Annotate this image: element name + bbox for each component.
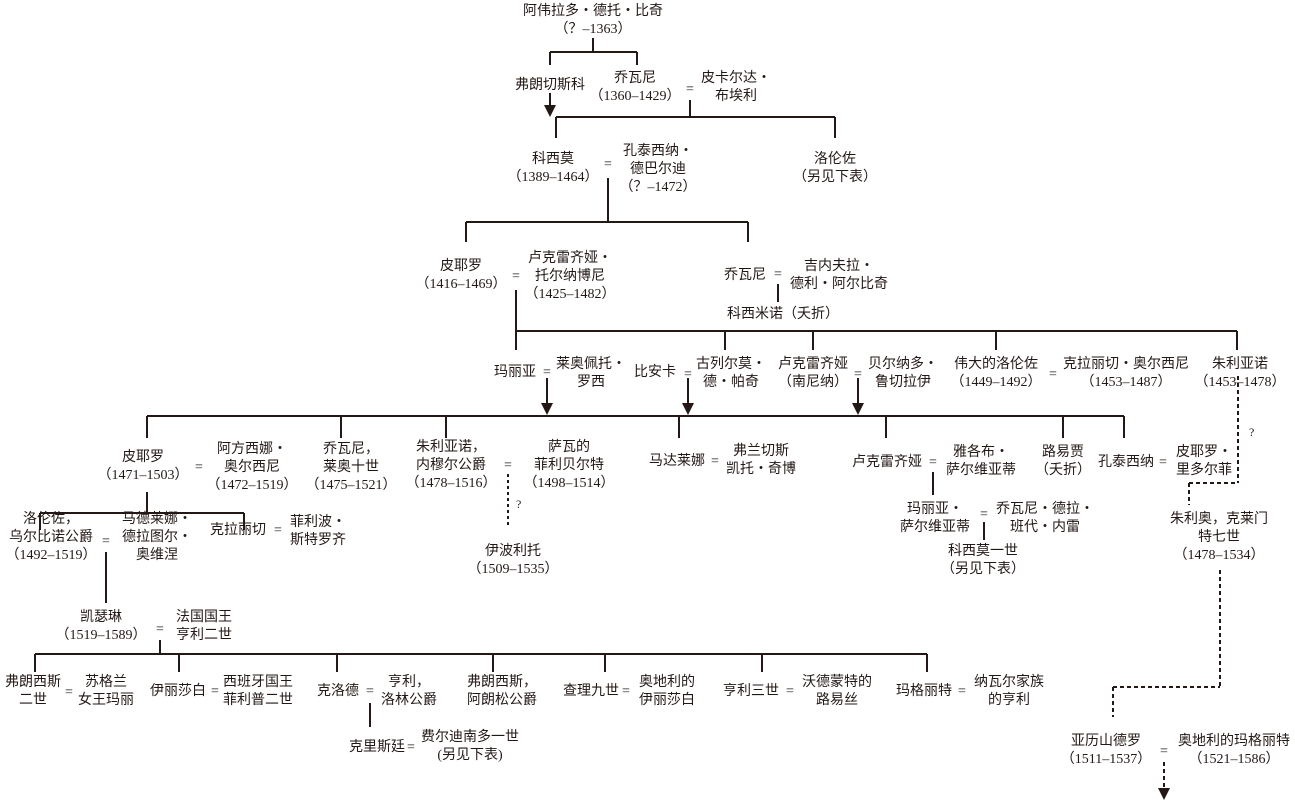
person-christine: 克里斯廷 xyxy=(349,740,405,755)
marriage-sign: = xyxy=(504,458,512,473)
person-ginevra: 吉内夫拉・ 德利・阿尔比奇 xyxy=(790,259,888,292)
person-bernardo: 贝尔纳多・ 鲁切拉伊 xyxy=(868,357,938,390)
marriage-sign: = xyxy=(622,684,630,699)
marriage-sign: = xyxy=(543,365,551,380)
marriage-sign: = xyxy=(1160,744,1168,759)
marriage-sign: = xyxy=(786,684,794,699)
person-leo-x: 乔瓦尼， 莱奥十世 （1475–1521） xyxy=(305,442,397,493)
marriage-sign: = xyxy=(929,455,937,470)
person-lorenzo-urbino: 洛伦佐， 乌尔比诺公爵 （1492–1519） xyxy=(5,512,97,563)
person-cosimino: 科西米诺（夭折） xyxy=(727,307,839,322)
person-filiberta: 萨瓦的 菲利贝尔特 （1498–1514） xyxy=(523,440,615,491)
person-clement-vii: 朱利奥，克莱门 特七世 （1478–1534） xyxy=(1170,512,1268,563)
person-maria: 玛丽亚 xyxy=(494,365,536,380)
person-alessandro: 亚历山德罗 （1511–1537） xyxy=(1060,734,1152,767)
marriage-sign: = xyxy=(684,367,692,382)
person-franceschetto: 弗兰切斯 凯托・奇博 xyxy=(726,444,796,477)
person-ippolito: 伊波利托 （1509–1535） xyxy=(467,544,559,577)
marriage-sign: = xyxy=(604,157,612,172)
arrow-down-icon xyxy=(541,403,553,415)
person-henry-iii: 亨利三世 xyxy=(723,684,779,699)
marriage-sign: = xyxy=(195,460,203,475)
person-ferdinando-i: 费尔迪南多一世 (另见下表) xyxy=(421,730,519,763)
marriage-sign: = xyxy=(156,622,164,637)
person-clarice-1489: 克拉丽切 xyxy=(210,523,266,538)
marriage-sign: = xyxy=(407,740,415,755)
arrow-down-icon xyxy=(544,105,556,117)
uncertain-mark: ? xyxy=(516,497,522,511)
marriage-sign: = xyxy=(1159,455,1167,470)
person-lucrezia-tornabuoni: 卢克雷齐娅・ 托尔纳博尼 （1425–1482） xyxy=(524,251,616,302)
person-margaret-austria: 奥地利的玛格丽特 （1521–1586） xyxy=(1178,734,1290,767)
person-clarice-orsini: 克拉丽切・奥尔西尼 （1453–1487） xyxy=(1063,357,1189,390)
marriage-sign: = xyxy=(102,534,110,549)
person-francis-alencon: 弗朗西斯， 阿朗松公爵 xyxy=(467,675,537,708)
person-louise: 沃德蒙特的 路易丝 xyxy=(802,675,872,708)
person-henry-navarre: 纳瓦尔家族 的亨利 xyxy=(974,675,1044,708)
person-giovanni-son: 乔瓦尼 xyxy=(724,268,766,283)
marriage-sign: = xyxy=(958,684,966,699)
person-contessina-1478: 孔泰西纳 xyxy=(1098,455,1154,470)
arrow-down-icon xyxy=(852,403,864,415)
person-leonetto: 莱奥佩托・ 罗西 xyxy=(556,357,626,390)
marriage-sign: = xyxy=(686,82,694,97)
person-claude: 克洛德 xyxy=(317,684,359,699)
person-catherine: 凯瑟琳 （1519–1589） xyxy=(55,610,147,643)
person-margaret-valois: 玛格丽特 xyxy=(896,684,952,699)
person-piero-1471: 皮耶罗 （1471–1503） xyxy=(97,450,189,483)
person-henry-ii: 法国国王 亨利二世 xyxy=(176,610,232,643)
person-madeleine: 马德莱娜・ 德拉图尔・ 奥维涅 xyxy=(122,512,192,563)
person-lorenzo-magnificent: 伟大的洛伦佐 （1449–1492） xyxy=(950,357,1042,390)
person-cosimo: 科西莫 （1389–1464） xyxy=(507,152,599,185)
person-averardo: 阿伟拉多・德托・比奇 （？–1363） xyxy=(523,4,663,37)
person-giovanni-1360: 乔瓦尼 （1360–1429） xyxy=(589,71,681,104)
person-piero-ridolfi: 皮耶罗・ 里多尔菲 xyxy=(1176,445,1232,478)
person-francis-ii: 弗朗西斯 二世 xyxy=(5,675,61,708)
person-jacopo: 雅各布・ 萨尔维亚蒂 xyxy=(946,445,1016,478)
person-giuliano-nemours: 朱利亚诺， 内穆尔公爵 （1478–1516） xyxy=(405,440,497,491)
marriage-sign: = xyxy=(274,523,282,538)
person-alfonsina: 阿方西娜・ 奥尔西尼 （1472–1519） xyxy=(206,442,298,493)
person-maddalena: 马达莱娜 xyxy=(649,454,705,469)
person-luigia: 路易贾 （夭折） xyxy=(1035,445,1091,478)
arrow-down-icon xyxy=(1158,788,1170,800)
person-charles-ix: 查理九世 xyxy=(563,684,619,699)
marriage-sign: = xyxy=(366,684,374,699)
marriage-sign: = xyxy=(980,507,988,522)
person-contessina-bardi: 孔泰西纳・ 德巴尔迪 （？–1472） xyxy=(619,144,697,195)
person-lorenzo-elder: 洛伦佐 （另见下表） xyxy=(793,152,877,185)
person-francesco: 弗朗切斯科 xyxy=(515,78,585,93)
person-bianca: 比安卡 xyxy=(634,365,676,380)
person-elisabeth: 伊丽莎白 xyxy=(150,684,206,699)
person-lucrezia-1470: 卢克雷齐娅 xyxy=(852,455,922,470)
person-lucrezia-nannina: 卢克雷齐娅 （南尼纳） xyxy=(778,357,848,390)
marriage-sign: = xyxy=(1049,367,1057,382)
marriage-sign: = xyxy=(512,269,520,284)
person-piccarda: 皮卡尔达・ 布埃利 xyxy=(701,71,771,104)
marriage-sign: = xyxy=(774,267,782,282)
person-giuliano-1453: 朱利亚诺 （1453–1478） xyxy=(1194,357,1286,390)
arrow-down-icon xyxy=(682,403,694,415)
marriage-sign: = xyxy=(854,367,862,382)
person-henri-lorraine: 亨利， 洛林公爵 xyxy=(381,675,437,708)
person-filippo-strozzi: 菲利波・ 斯特罗齐 xyxy=(290,515,346,548)
person-guglielmo: 古列尔莫・ 德・帕奇 xyxy=(696,357,766,390)
person-giovanni-bande-nere: 乔瓦尼・德拉・ 班代・内雷 xyxy=(996,502,1094,535)
person-maria-salviati: 玛丽亚・ 萨尔维亚蒂 xyxy=(900,502,970,535)
person-elisabeth-austria: 奥地利的 伊丽莎白 xyxy=(639,675,695,708)
uncertain-mark: ? xyxy=(1249,425,1255,439)
person-cosimo-i: 科西莫一世 （另见下表） xyxy=(941,544,1025,577)
person-philip-ii: 西班牙国王 菲利普二世 xyxy=(223,675,293,708)
person-mary-scots: 苏格兰 女王玛丽 xyxy=(78,675,134,708)
marriage-sign: = xyxy=(711,454,719,469)
person-piero-1416: 皮耶罗 （1416–1469） xyxy=(415,259,507,292)
marriage-sign: = xyxy=(65,685,73,700)
marriage-sign: = xyxy=(211,684,219,699)
